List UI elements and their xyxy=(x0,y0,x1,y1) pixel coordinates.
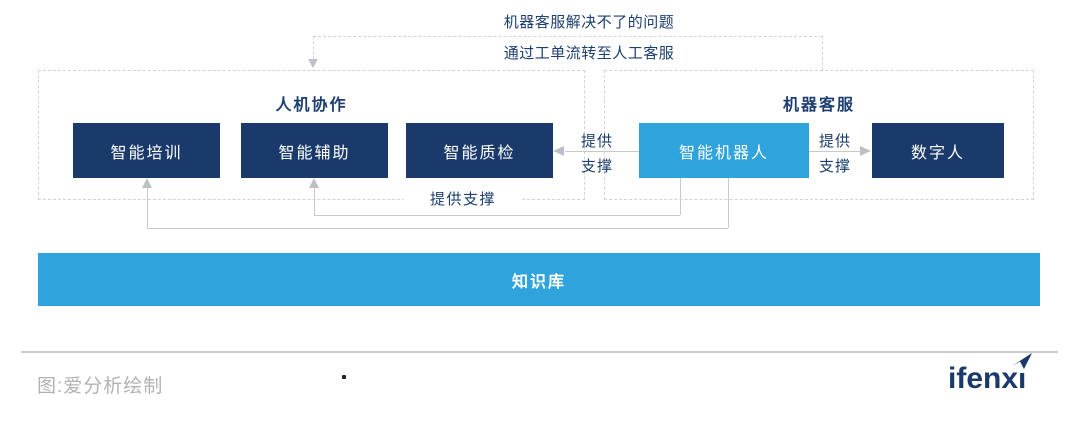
support-loop-assist-horizontal xyxy=(314,215,680,216)
node-intelligent-robot: 智能机器人 xyxy=(639,123,809,178)
arrowhead-up-training-icon xyxy=(142,178,152,188)
arrow-robot-to-quality-line xyxy=(565,151,639,152)
arrowhead-left-icon xyxy=(553,146,564,156)
arrowhead-up-assist-icon xyxy=(309,178,319,188)
node-intelligent-training: 智能培训 xyxy=(73,123,220,178)
label-support-bottom: 提供支撑 xyxy=(404,190,522,210)
logo-dot-patch xyxy=(1017,364,1027,373)
escalation-note-line2: 通过工单流转至人工客服 xyxy=(503,45,675,62)
node-digital-human: 数字人 xyxy=(872,123,1004,178)
support-loop-training-vertical-left xyxy=(147,187,148,228)
top-connector-vertical-right xyxy=(822,36,823,70)
top-connector-vertical-left xyxy=(313,36,314,59)
label-support-right: 提供 支撑 xyxy=(814,130,856,176)
top-connector-horizontal xyxy=(313,36,822,37)
knowledge-base-bar: 知识库 xyxy=(38,253,1040,306)
support-loop-assist-vertical-right xyxy=(680,177,681,215)
small-dot xyxy=(342,375,346,379)
support-loop-training-horizontal xyxy=(147,228,728,229)
ifenxi-logo: ifenxi xyxy=(948,353,1033,396)
label-support-left-line2: 支撑 xyxy=(580,158,613,175)
support-loop-assist-vertical-left xyxy=(314,187,315,215)
escalation-note-line1: 机器客服解决不了的问题 xyxy=(503,14,675,31)
group-human-machine-collaboration: 人机协作 xyxy=(38,70,585,200)
node-intelligent-assistance: 智能辅助 xyxy=(241,123,388,178)
label-support-left-line1: 提供 xyxy=(580,133,613,150)
group-machine-service: 机器客服 xyxy=(604,70,1034,200)
arrowhead-right-icon xyxy=(860,146,871,156)
label-support-right-line2: 支撑 xyxy=(818,158,851,175)
node-intelligent-quality-inspection: 智能质检 xyxy=(406,123,553,178)
footer-divider xyxy=(21,351,1058,353)
support-loop-training-vertical-right xyxy=(728,177,729,228)
label-support-right-line1: 提供 xyxy=(818,133,851,150)
group-title-machine-service: 机器客服 xyxy=(782,97,855,114)
label-support-left: 提供 支撑 xyxy=(576,130,618,176)
ifenxi-logo-text: ifenxi xyxy=(948,362,1027,395)
group-title-human-machine: 人机协作 xyxy=(275,97,348,114)
arrowhead-down-icon xyxy=(308,59,318,68)
figure-caption: 图:爱分析绘制 xyxy=(37,376,164,397)
arrow-robot-to-digital-line xyxy=(809,151,861,152)
logo-arrow-icon xyxy=(1012,353,1033,369)
